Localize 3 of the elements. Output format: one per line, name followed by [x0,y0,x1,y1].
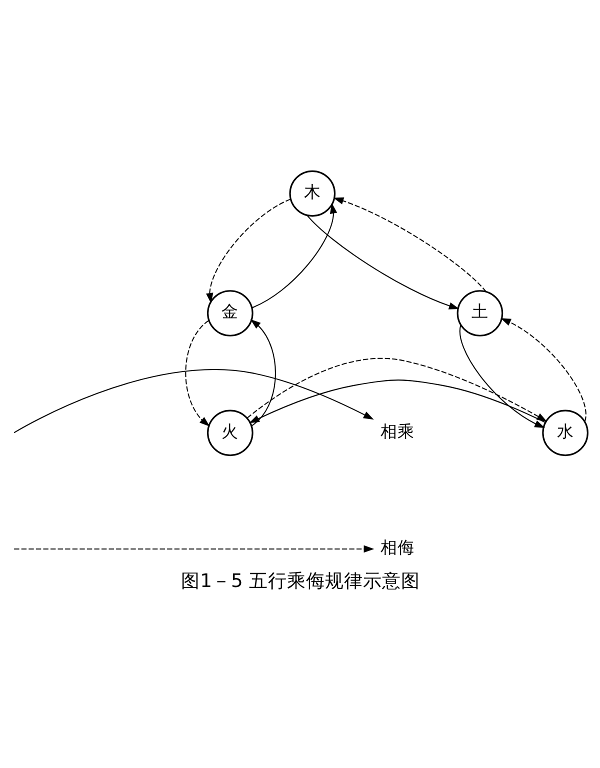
caption: 图1－5 五行乘侮规律示意图 [180,570,420,592]
legend-label: 相乘 [380,422,414,441]
legend-label: 相侮 [380,538,414,557]
